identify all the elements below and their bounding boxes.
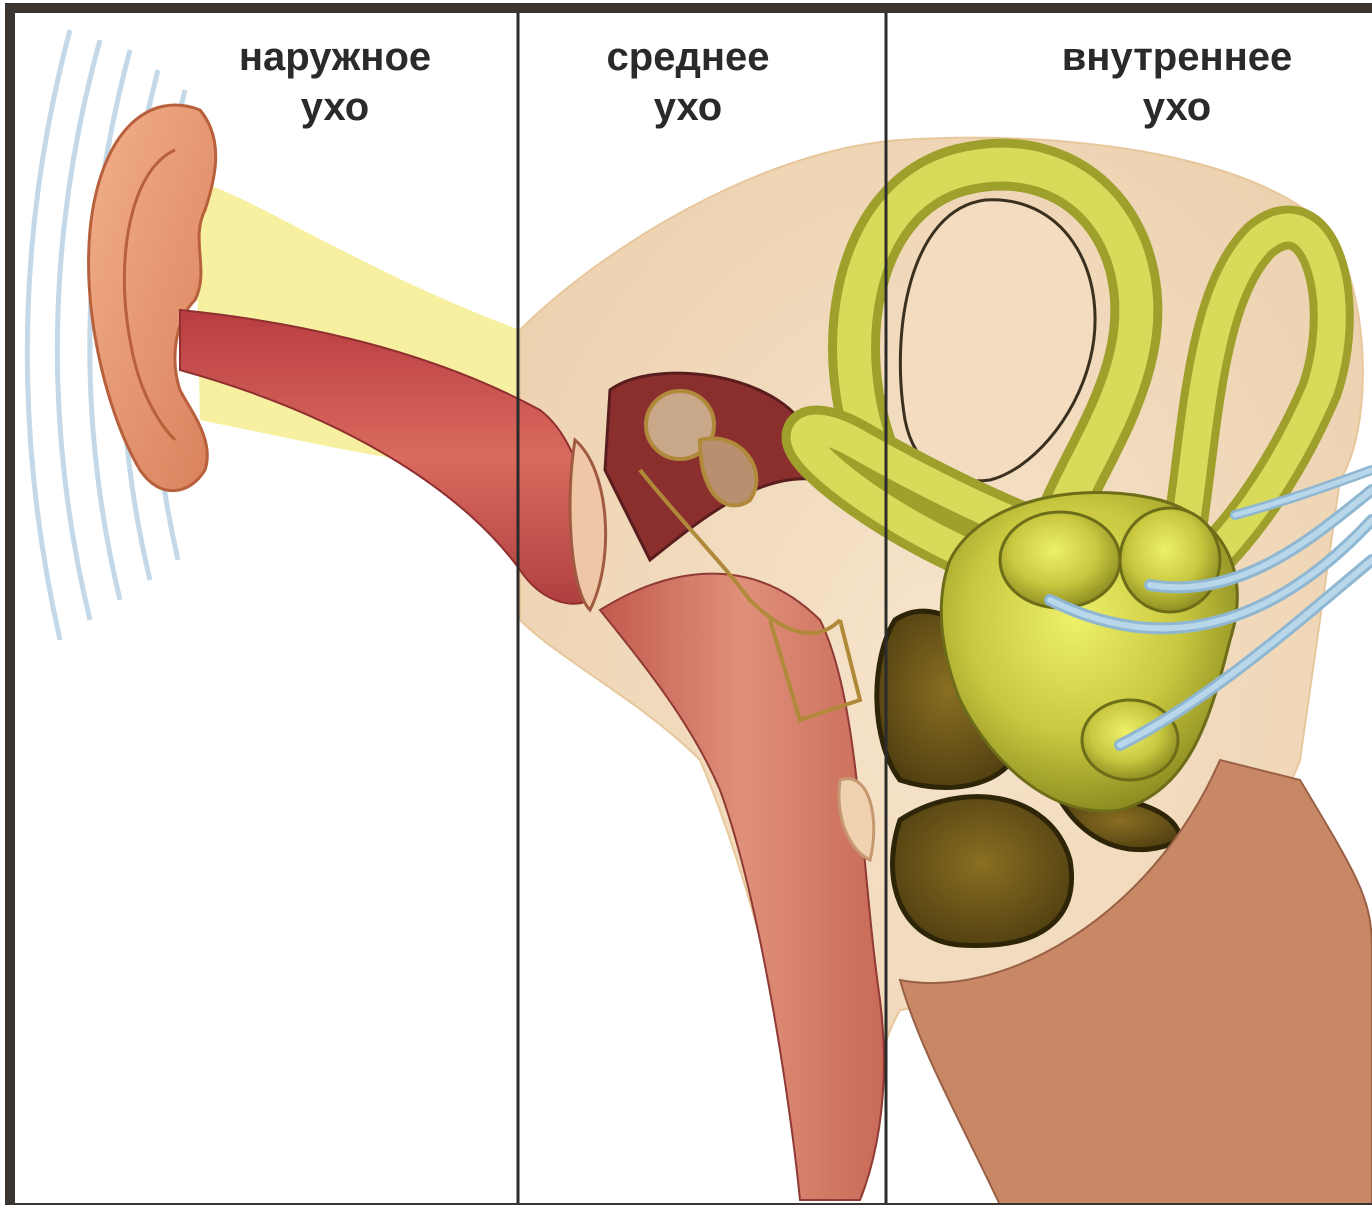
label-inner-ear-line1: внутреннее xyxy=(1052,32,1302,82)
label-middle-ear-line2: ухо xyxy=(590,82,786,132)
label-inner-ear-line2: ухо xyxy=(1052,82,1302,132)
label-outer-ear-line2: ухо xyxy=(232,82,438,132)
label-outer-ear: наружное ухо xyxy=(232,32,438,132)
label-inner-ear: внутреннее ухо xyxy=(1052,32,1302,132)
label-outer-ear-line1: наружное xyxy=(232,32,438,82)
label-middle-ear-line1: среднее xyxy=(590,32,786,82)
label-middle-ear: среднее ухо xyxy=(590,32,786,132)
auricle-icon xyxy=(89,105,216,491)
